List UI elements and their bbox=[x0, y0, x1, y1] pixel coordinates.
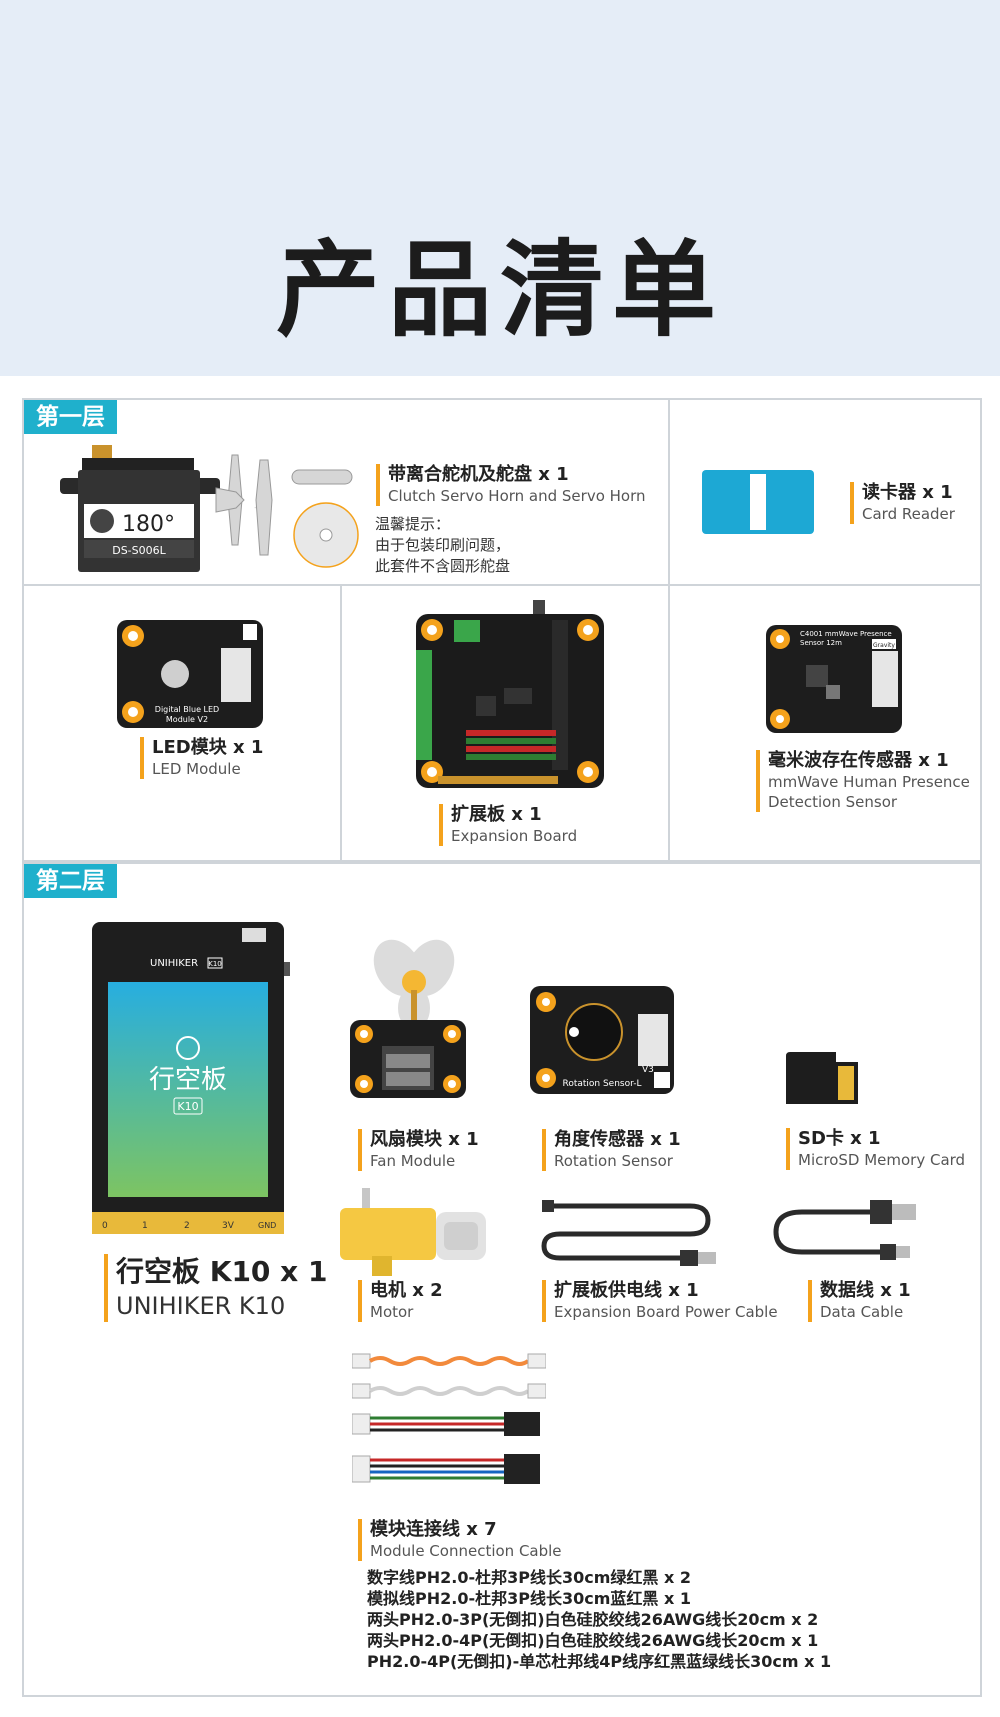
k10-pin-gnd: GND bbox=[258, 1221, 276, 1230]
motor-name-en: Motor bbox=[370, 1303, 414, 1321]
led-board-text-2: Module V2 bbox=[166, 715, 208, 724]
rotation-name-en: Rotation Sensor bbox=[554, 1152, 673, 1170]
card-reader-name-en: Card Reader bbox=[862, 505, 955, 523]
mmwave-name-en-1: mmWave Human Presence bbox=[768, 773, 970, 791]
power-cable-name-zh: 扩展板供电线 x 1 bbox=[554, 1280, 699, 1301]
layer1-divider-top bbox=[668, 398, 670, 586]
servo-note-line1: 由于包装印刷问题， bbox=[375, 536, 511, 554]
k10-board-icon: UNIHIKER K10 行空板 K10 0 1 2 3V GND bbox=[92, 922, 290, 1234]
k10-pin-3v: 3V bbox=[222, 1221, 235, 1231]
motor-label: 电机 x 2 Motor bbox=[358, 1280, 443, 1322]
rotation-board-ver: V3 bbox=[642, 1065, 654, 1075]
sd-card-icon bbox=[786, 1052, 858, 1104]
led-module-label: LED模块 x 1 LED Module bbox=[140, 737, 263, 779]
mmwave-board-title: C4001 mmWave Presence bbox=[800, 630, 892, 638]
module-cable-spec-4: PH2.0-4P(无倒扣)-单芯杜邦线4P线序红黑蓝绿线长30cm x 1 bbox=[367, 1652, 832, 1671]
module-cables-icon bbox=[352, 1353, 546, 1484]
k10-screen-text: 行空板 bbox=[149, 1065, 227, 1095]
layer1-row-divider bbox=[22, 584, 982, 586]
k10-pin-1: 1 bbox=[142, 1221, 148, 1231]
mmwave-board-sub: Sensor 12m bbox=[800, 639, 842, 647]
k10-name-en: UNIHIKER K10 bbox=[116, 1292, 286, 1320]
rotation-name-zh: 角度传感器 x 1 bbox=[554, 1129, 681, 1150]
mmwave-sensor-label: 毫米波存在传感器 x 1 mmWave Human Presence Detec… bbox=[756, 750, 970, 812]
rotation-board-text: Rotation Sensor-L bbox=[562, 1079, 641, 1089]
layer2-tag: 第二层 bbox=[24, 864, 117, 898]
mmwave-name-en-2: Detection Sensor bbox=[768, 793, 898, 811]
page-title: 产品清单 bbox=[275, 229, 724, 351]
servo-name-en: Clutch Servo Horn and Servo Horn bbox=[388, 487, 646, 505]
module-cable-name-zh: 模块连接线 x 7 bbox=[370, 1519, 497, 1540]
k10-pin-2: 2 bbox=[184, 1221, 190, 1231]
mmwave-board-brand: Gravity bbox=[873, 642, 895, 649]
power-cable-label: 扩展板供电线 x 1 Expansion Board Power Cable bbox=[542, 1280, 778, 1322]
power-cable-name-en: Expansion Board Power Cable bbox=[554, 1303, 778, 1321]
sd-name-en: MicroSD Memory Card bbox=[798, 1151, 966, 1169]
k10-brand-badge: K10 bbox=[208, 960, 222, 968]
expansion-board-label: 扩展板 x 1 Expansion Board bbox=[439, 804, 577, 846]
module-cable-spec-3: 两头PH2.0-4P(无倒扣)白色硅胶绞线26AWG线长20cm x 1 bbox=[367, 1631, 819, 1650]
header-banner bbox=[0, 0, 1000, 376]
mmwave-name-zh: 毫米波存在传感器 x 1 bbox=[768, 750, 949, 771]
card-reader-icon bbox=[702, 470, 814, 534]
led-module-name-en: LED Module bbox=[152, 760, 241, 778]
fan-module-label: 风扇模块 x 1 Fan Module bbox=[358, 1129, 479, 1171]
fan-name-zh: 风扇模块 x 1 bbox=[370, 1129, 479, 1150]
expansion-board-name-zh: 扩展板 x 1 bbox=[451, 804, 542, 825]
k10-label: 行空板 K10 x 1 UNIHIKER K10 bbox=[104, 1254, 327, 1322]
expansion-board-name-en: Expansion Board bbox=[451, 827, 578, 845]
servo-name-zh: 带离合舵机及舵盘 x 1 bbox=[388, 464, 569, 485]
rotation-sensor-label: 角度传感器 x 1 Rotation Sensor bbox=[542, 1129, 681, 1171]
card-reader-label: 读卡器 x 1 Card Reader bbox=[850, 482, 955, 524]
motor-icon bbox=[340, 1188, 486, 1276]
led-module-icon: Digital Blue LED Module V2 bbox=[117, 620, 263, 728]
data-cable-name-en: Data Cable bbox=[820, 1303, 904, 1321]
sd-card-label: SD卡 x 1 MicroSD Memory Card bbox=[786, 1128, 965, 1170]
servo-note-title: 温馨提示： bbox=[375, 515, 451, 533]
module-cable-name-en: Module Connection Cable bbox=[370, 1542, 562, 1560]
module-cable-spec-1: 模拟线PH2.0-杜邦3P线长30cm蓝红黑 x 1 bbox=[367, 1589, 691, 1608]
module-cable-spec-2: 两头PH2.0-3P(无倒扣)白色硅胶绞线26AWG线长20cm x 2 bbox=[367, 1610, 819, 1629]
servo-model-text: DS-S006L bbox=[112, 544, 166, 557]
servo-note-line2: 此套件不含圆形舵盘 bbox=[375, 557, 511, 575]
data-cable-label: 数据线 x 1 Data Cable bbox=[808, 1280, 911, 1322]
k10-brand-text: UNIHIKER bbox=[150, 958, 198, 969]
led-board-text-1: Digital Blue LED bbox=[155, 705, 219, 714]
card-reader-name-zh: 读卡器 x 1 bbox=[862, 482, 953, 503]
sd-name-zh: SD卡 x 1 bbox=[798, 1128, 881, 1149]
k10-screen-badge: K10 bbox=[177, 1100, 198, 1113]
servo-icon: 180° DS-S006L bbox=[60, 445, 359, 572]
motor-name-zh: 电机 x 2 bbox=[370, 1280, 443, 1301]
layer1-tag: 第一层 bbox=[24, 400, 117, 434]
module-cable-spec-0: 数字线PH2.0-杜邦3P线长30cm绿红黑 x 2 bbox=[367, 1568, 691, 1587]
layer1-divider-bottom-left bbox=[340, 584, 342, 862]
rotation-sensor-icon: V3 Rotation Sensor-L bbox=[530, 986, 674, 1094]
data-cable-name-zh: 数据线 x 1 bbox=[820, 1280, 911, 1301]
servo-angle-text: 180° bbox=[122, 512, 175, 537]
power-cable-icon bbox=[541, 1200, 716, 1266]
k10-pin-0: 0 bbox=[102, 1221, 108, 1231]
fan-name-en: Fan Module bbox=[370, 1152, 456, 1170]
mmwave-sensor-icon: C4001 mmWave Presence Sensor 12m Gravity bbox=[766, 625, 902, 733]
fan-module-icon bbox=[350, 939, 466, 1098]
expansion-board-icon bbox=[416, 600, 604, 788]
data-cable-icon bbox=[773, 1200, 916, 1260]
layer1-divider-bottom-right bbox=[668, 584, 670, 862]
led-module-name-zh: LED模块 x 1 bbox=[152, 737, 264, 758]
k10-name-zh: 行空板 K10 x 1 bbox=[116, 1255, 328, 1288]
servo-label: 带离合舵机及舵盘 x 1 Clutch Servo Horn and Servo… bbox=[376, 464, 646, 506]
module-cable-label: 模块连接线 x 7 Module Connection Cable bbox=[358, 1519, 562, 1561]
